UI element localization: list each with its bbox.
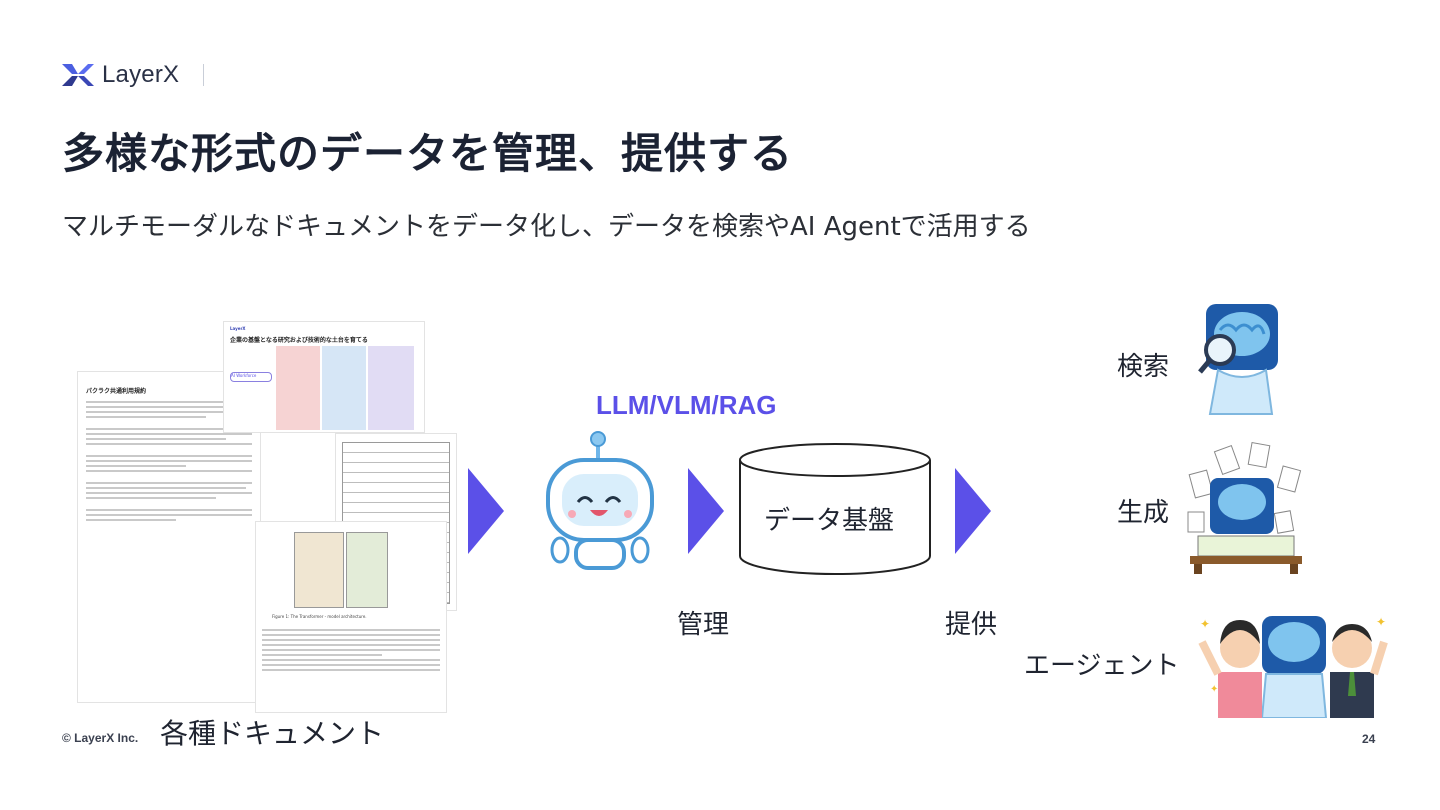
research-slide-document: LayerX 企業の基盤となる研究および技術的な土台を育てる AI Workfo… bbox=[224, 322, 424, 432]
svg-text:✦: ✦ bbox=[1210, 684, 1218, 695]
research-slide-title: 企業の基盤となる研究および技術的な土台を育てる bbox=[230, 337, 368, 344]
svg-text:✦: ✦ bbox=[1376, 615, 1386, 629]
arrow-right-icon bbox=[688, 468, 724, 554]
database-label: データ基盤 bbox=[764, 506, 895, 536]
provide-label: 提供 bbox=[945, 610, 998, 640]
paper-document: Figure 1: The Transformer - model archit… bbox=[256, 522, 446, 712]
model-label: LLM/VLM/RAG bbox=[596, 390, 777, 420]
generate-label: 生成 bbox=[1117, 498, 1170, 528]
ai-search-icon bbox=[1198, 304, 1278, 415]
database-icon bbox=[739, 443, 931, 575]
brand-logo: LayerX bbox=[62, 61, 205, 89]
documents-label: 各種ドキュメント bbox=[160, 717, 385, 750]
logo-divider bbox=[203, 64, 205, 86]
terms-document-title: パクラク共通利用規約 bbox=[86, 388, 147, 395]
footer-copyright: © LayerX Inc. bbox=[62, 731, 139, 745]
page-title: 多様な形式のデータを管理、提供する bbox=[62, 129, 794, 178]
page-subtitle: マルチモーダルなドキュメントをデータ化し、データを検索やAI Agentで活用す… bbox=[62, 212, 1031, 242]
page-number: 24 bbox=[1362, 732, 1376, 746]
svg-text:✦: ✦ bbox=[1200, 617, 1210, 631]
search-label: 検索 bbox=[1117, 352, 1170, 382]
manage-label: 管理 bbox=[677, 610, 730, 640]
paper-figure-caption: Figure 1: The Transformer - model archit… bbox=[272, 614, 367, 619]
arrow-right-icon bbox=[468, 468, 504, 554]
robot-icon bbox=[546, 431, 654, 570]
brand-name: LayerX bbox=[102, 61, 180, 88]
layerx-logo-icon bbox=[62, 64, 94, 86]
arrow-right-icon bbox=[955, 468, 991, 554]
ai-generate-icon bbox=[1187, 442, 1302, 574]
ai-agent-icon: ✦ ✦ ✦ bbox=[1198, 615, 1388, 718]
agent-label: エージェント bbox=[1024, 651, 1180, 681]
documents-collage: パクラク共通利用規約 LayerX 企業の基盤となる研究および技術的な土台を育て… bbox=[78, 322, 462, 712]
